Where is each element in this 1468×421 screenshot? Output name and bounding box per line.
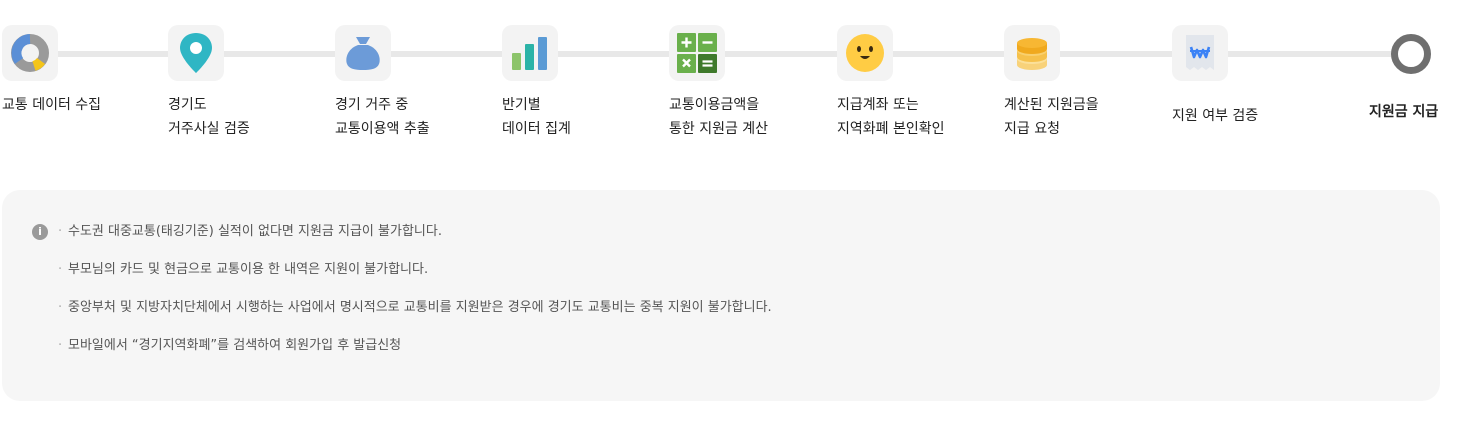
step-eligibility-verification: 지원 여부 검증 [1172, 25, 1258, 124]
notice-item: ·부모님의 카드 및 현금으로 교통이용 한 내역은 지원이 불가합니다. [58, 257, 772, 295]
step-label: 지원 여부 검증 [1172, 108, 1259, 124]
calculator-icon [669, 25, 725, 81]
step-usage-extraction: 경기 거주 중 교통이용액 추출 [335, 25, 430, 137]
notice-item: ·수도권 대중교통(태깅기준) 실적이 없다면 지원금 지급이 불가합니다. [58, 219, 772, 257]
step-data-collection: 교통 데이터 수집 [2, 25, 101, 113]
notice-list: ·수도권 대중교통(태깅기준) 실적이 없다면 지원금 지급이 불가합니다. ·… [58, 219, 772, 371]
bar-chart-icon [502, 25, 558, 81]
step-identity-check: 지급계좌 또는 지역화폐 본인확인 [837, 25, 945, 137]
ring-icon [1391, 34, 1431, 74]
map-pin-icon [168, 25, 224, 81]
pie-chart-icon [2, 25, 58, 81]
smiley-icon [837, 25, 893, 81]
step-residence-verification: 경기도 거주사실 검증 [168, 25, 250, 137]
step-label: 경기 거주 중 교통이용액 추출 [335, 97, 430, 137]
notice-item: ·모바일에서 “경기지역화폐”를 검색하여 회원가입 후 발급신청 [58, 333, 772, 371]
step-label: 반기별 데이터 집계 [502, 97, 571, 137]
step-payment-request: 계산된 지원금을 지급 요청 [1004, 25, 1099, 137]
notice-box: i ·수도권 대중교통(태깅기준) 실적이 없다면 지원금 지급이 불가합니다.… [2, 190, 1440, 401]
info-icon: i [32, 224, 48, 240]
step-label: 지급계좌 또는 지역화폐 본인확인 [837, 97, 945, 137]
coin-stack-icon [1004, 25, 1060, 81]
step-label: 교통이용금액을 통한 지원금 계산 [669, 97, 769, 137]
bullet: · [58, 262, 63, 277]
bullet: · [58, 300, 63, 315]
bullet: · [58, 338, 63, 353]
step-subsidy-calculation: 교통이용금액을 통한 지원금 계산 [669, 25, 768, 137]
step-label: 교통 데이터 수집 [2, 97, 102, 113]
final-step-label: 지원금 지급 [1369, 104, 1439, 120]
step-semiannual-aggregation: 반기별 데이터 집계 [502, 25, 571, 137]
step-label: 계산된 지원금을 지급 요청 [1004, 97, 1099, 137]
bullet: · [58, 224, 63, 239]
step-label: 경기도 거주사실 검증 [168, 97, 250, 137]
won-receipt-icon [1172, 25, 1228, 81]
money-bag-icon [335, 25, 391, 81]
notice-item: ·중앙부처 및 지방자치단체에서 시행하는 사업에서 명시적으로 교통비를 지원… [58, 295, 772, 333]
